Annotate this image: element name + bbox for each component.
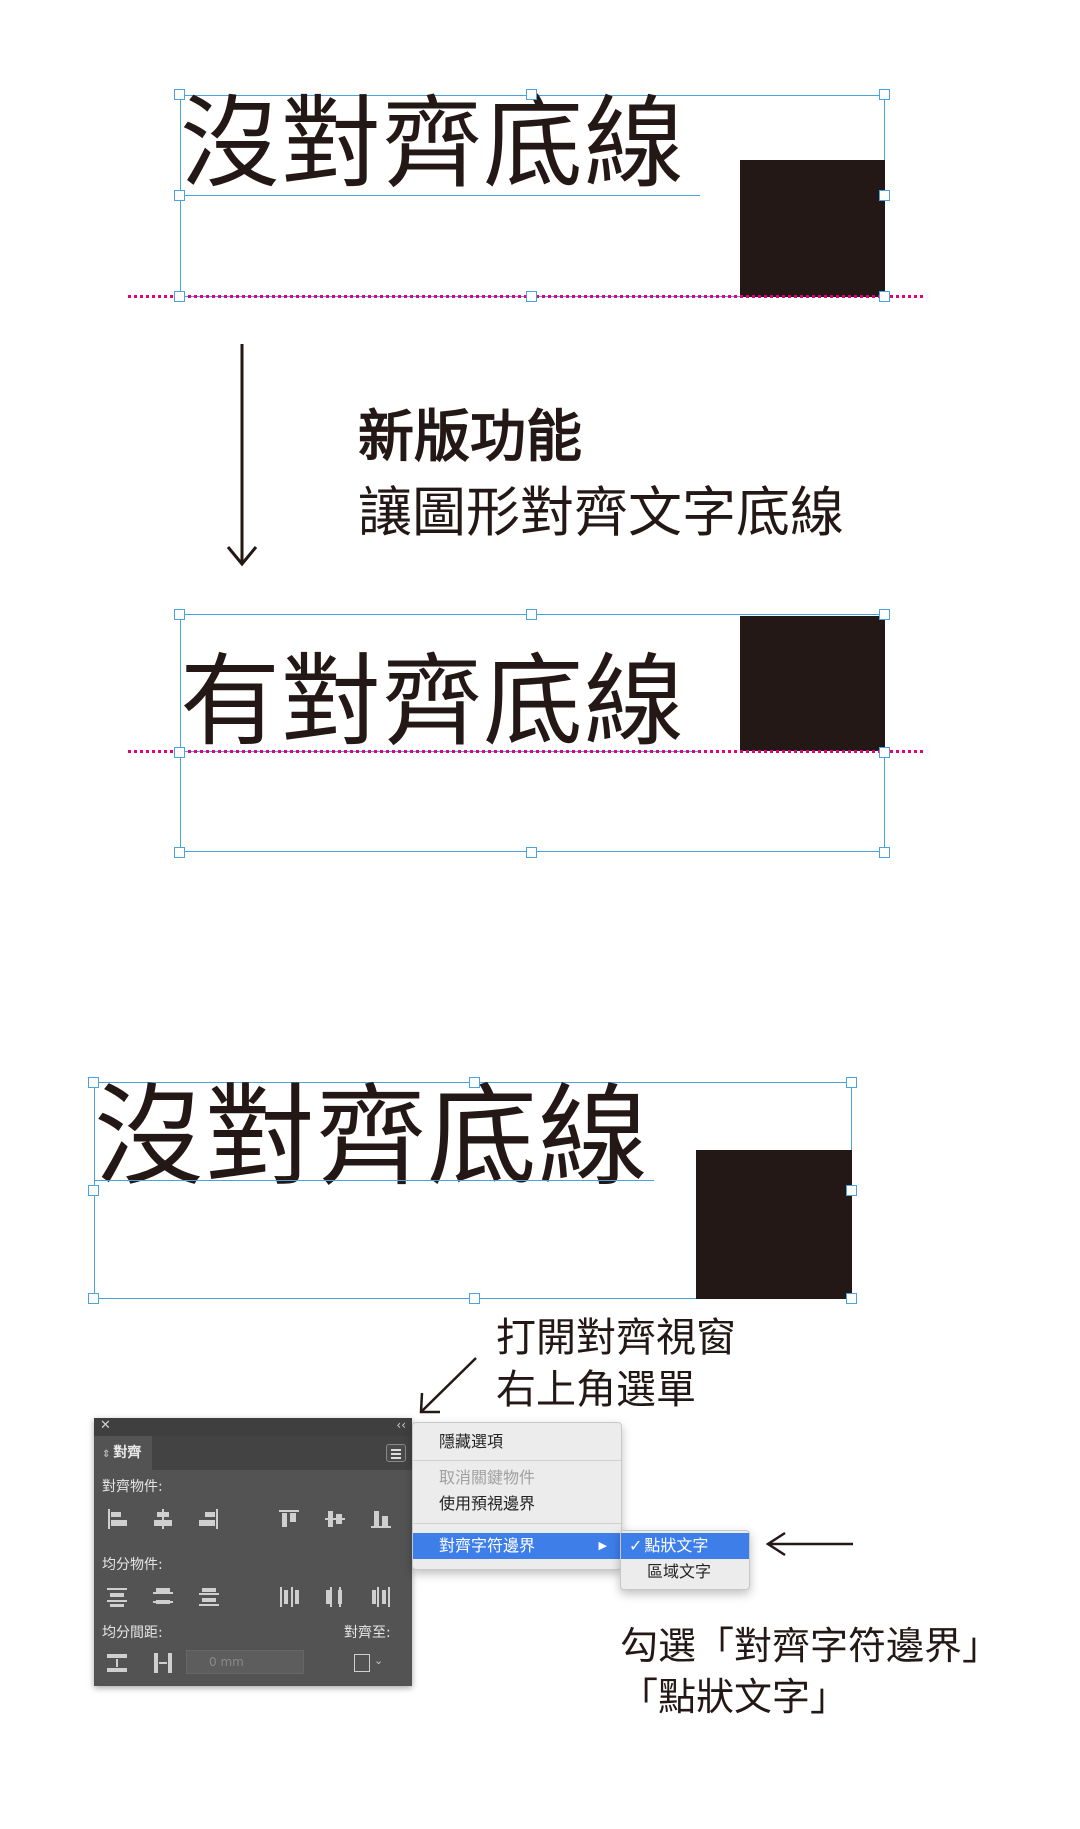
black-square <box>696 1150 852 1299</box>
collapse-icon[interactable]: ‹‹ <box>396 1418 406 1432</box>
submenu-arrow-icon: ▶ <box>598 1539 607 1552</box>
black-square <box>740 616 885 751</box>
submenu-item-point-text-label: 點狀文字 <box>644 1536 709 1555</box>
selection-handle[interactable] <box>469 1077 480 1088</box>
glyph-bounds-submenu: ✓點狀文字 區域文字 <box>620 1530 750 1590</box>
selection-handle[interactable] <box>88 1293 99 1304</box>
align-to-selection-icon[interactable]: ⌄ <box>352 1652 386 1674</box>
align-right-icon[interactable] <box>198 1508 220 1530</box>
selection-handle[interactable] <box>174 609 185 620</box>
align-top-icon[interactable] <box>278 1508 300 1530</box>
text-baseline <box>180 195 700 196</box>
selection-handle[interactable] <box>879 89 890 100</box>
selection-handle[interactable] <box>174 291 185 302</box>
text-baseline <box>94 1180 654 1181</box>
selection-handle[interactable] <box>879 609 890 620</box>
selection-handle[interactable] <box>879 747 890 758</box>
check-icon: ✓ <box>629 1536 643 1555</box>
menu-item-hide-options[interactable]: 隱藏選項 <box>439 1432 504 1451</box>
baseline-guide <box>128 750 923 753</box>
selection-handle[interactable] <box>174 747 185 758</box>
distribute-h-space-icon[interactable] <box>152 1652 174 1674</box>
baseline-guide <box>128 295 923 298</box>
selection-handle[interactable] <box>879 847 890 858</box>
panel-menu-button[interactable] <box>386 1444 406 1462</box>
spacing-input[interactable]: 0 mm <box>186 1650 304 1674</box>
selection-handle[interactable] <box>846 1185 857 1196</box>
selection-handle[interactable] <box>526 89 537 100</box>
tab-align[interactable]: ⇕對齊 <box>94 1436 152 1470</box>
annotation-open-panel: 打開對齊視窗 <box>496 1315 736 1361</box>
align-v-center-icon[interactable] <box>324 1508 346 1530</box>
panel-tab-bar: ⇕對齊 <box>94 1436 412 1470</box>
annotation-menu: 右上角選單 <box>496 1367 696 1413</box>
distribute-left-icon[interactable] <box>278 1586 300 1608</box>
aligned-text: 有對齊底線 <box>180 643 685 760</box>
selection-handle[interactable] <box>526 609 537 620</box>
selection-handle[interactable] <box>88 1185 99 1196</box>
left-arrow-icon <box>765 1531 853 1557</box>
diagonal-arrow-icon <box>419 1357 477 1414</box>
tab-align-label: 對齊 <box>113 1445 142 1461</box>
black-square <box>740 160 885 297</box>
annotation-check-glyph-bounds: 勾選「對齊字符邊界」 <box>620 1624 1001 1668</box>
selection-handle[interactable] <box>174 847 185 858</box>
selection-handle[interactable] <box>526 847 537 858</box>
close-icon[interactable]: ✕ <box>100 1418 111 1433</box>
chevron-down-icon: ⌄ <box>374 1654 384 1667</box>
align-to-label: 對齊至: <box>344 1625 391 1641</box>
distribute-spacing-label: 均分間距: <box>102 1625 163 1641</box>
unaligned-text: 沒對齊底線 <box>180 85 685 202</box>
submenu-item-area-text[interactable]: 區域文字 <box>647 1562 712 1581</box>
submenu-item-point-text[interactable]: ✓點狀文字 <box>621 1533 749 1559</box>
menu-item-cancel-key-object[interactable]: 取消關鍵物件 <box>439 1468 536 1487</box>
panel-flyout-menu: 隱藏選項 取消關鍵物件 使用預視邊界 對齊字符邊界 ▶ <box>412 1422 622 1570</box>
selection-handle[interactable] <box>174 89 185 100</box>
align-objects-label: 對齊物件: <box>102 1479 163 1495</box>
selection-handle[interactable] <box>846 1077 857 1088</box>
selection-handle[interactable] <box>526 291 537 302</box>
menu-separator <box>413 1523 621 1524</box>
annotation-point-text: 「點狀文字」 <box>620 1675 849 1719</box>
align-bottom-icon[interactable] <box>370 1508 392 1530</box>
down-arrow-icon <box>226 344 258 567</box>
align-panel: ✕ ‹‹ ⇕對齊 對齊物件: 均分物件: 均分間距: 對齊至: 0 mm ⌄ <box>94 1418 412 1686</box>
distribute-v-center-icon[interactable] <box>152 1586 174 1608</box>
distribute-objects-label: 均分物件: <box>102 1557 163 1573</box>
distribute-h-center-icon[interactable] <box>324 1586 346 1608</box>
selection-handle[interactable] <box>846 1293 857 1304</box>
selection-handle[interactable] <box>469 1293 480 1304</box>
selection-handle[interactable] <box>879 291 890 302</box>
align-left-icon[interactable] <box>106 1508 128 1530</box>
distribute-v-space-icon[interactable] <box>106 1652 128 1674</box>
tab-arrows-icon: ⇕ <box>102 1449 111 1460</box>
unaligned-text: 沒對齊底線 <box>94 1073 649 1201</box>
menu-separator <box>413 1460 621 1461</box>
selection-handle[interactable] <box>174 190 185 201</box>
panel-title-bar: ✕ ‹‹ <box>94 1418 412 1436</box>
menu-item-use-preview-bounds[interactable]: 使用預視邊界 <box>439 1494 536 1513</box>
menu-item-align-glyph-bounds-label: 對齊字符邊界 <box>439 1536 536 1555</box>
menu-item-align-glyph-bounds[interactable]: 對齊字符邊界 ▶ <box>413 1533 621 1559</box>
feature-subtitle: 讓圖形對齊文字底線 <box>358 481 844 544</box>
distribute-top-icon[interactable] <box>106 1586 128 1608</box>
align-h-center-icon[interactable] <box>152 1508 174 1530</box>
distribute-right-icon[interactable] <box>370 1586 392 1608</box>
selection-handle[interactable] <box>88 1077 99 1088</box>
selection-handle[interactable] <box>879 190 890 201</box>
distribute-bottom-icon[interactable] <box>198 1586 220 1608</box>
feature-title: 新版功能 <box>358 405 582 470</box>
